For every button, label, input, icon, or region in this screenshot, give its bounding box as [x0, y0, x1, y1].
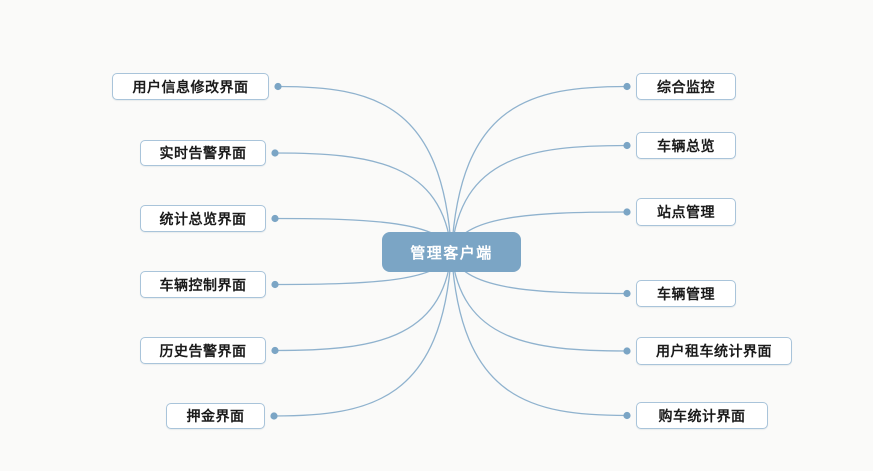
node-realtime-alarm[interactable]: 实时告警界面: [140, 140, 266, 166]
node-integrated-monitoring[interactable]: 综合监控: [636, 73, 736, 100]
node-stats-overview[interactable]: 统计总览界面: [140, 205, 266, 232]
node-vehicle-control[interactable]: 车辆控制界面: [140, 271, 266, 298]
node-deposit[interactable]: 押金界面: [166, 403, 265, 429]
node-station-management[interactable]: 站点管理: [636, 198, 736, 226]
node-user-rental-stats[interactable]: 用户租车统计界面: [636, 337, 792, 365]
node-user-info-edit[interactable]: 用户信息修改界面: [112, 73, 269, 100]
node-vehicle-overview[interactable]: 车辆总览: [636, 132, 736, 159]
node-management-client[interactable]: 管理客户端: [382, 232, 521, 272]
node-history-alarm[interactable]: 历史告警界面: [140, 337, 266, 364]
node-purchase-stats[interactable]: 购车统计界面: [636, 402, 768, 429]
node-vehicle-management[interactable]: 车辆管理: [636, 280, 736, 307]
